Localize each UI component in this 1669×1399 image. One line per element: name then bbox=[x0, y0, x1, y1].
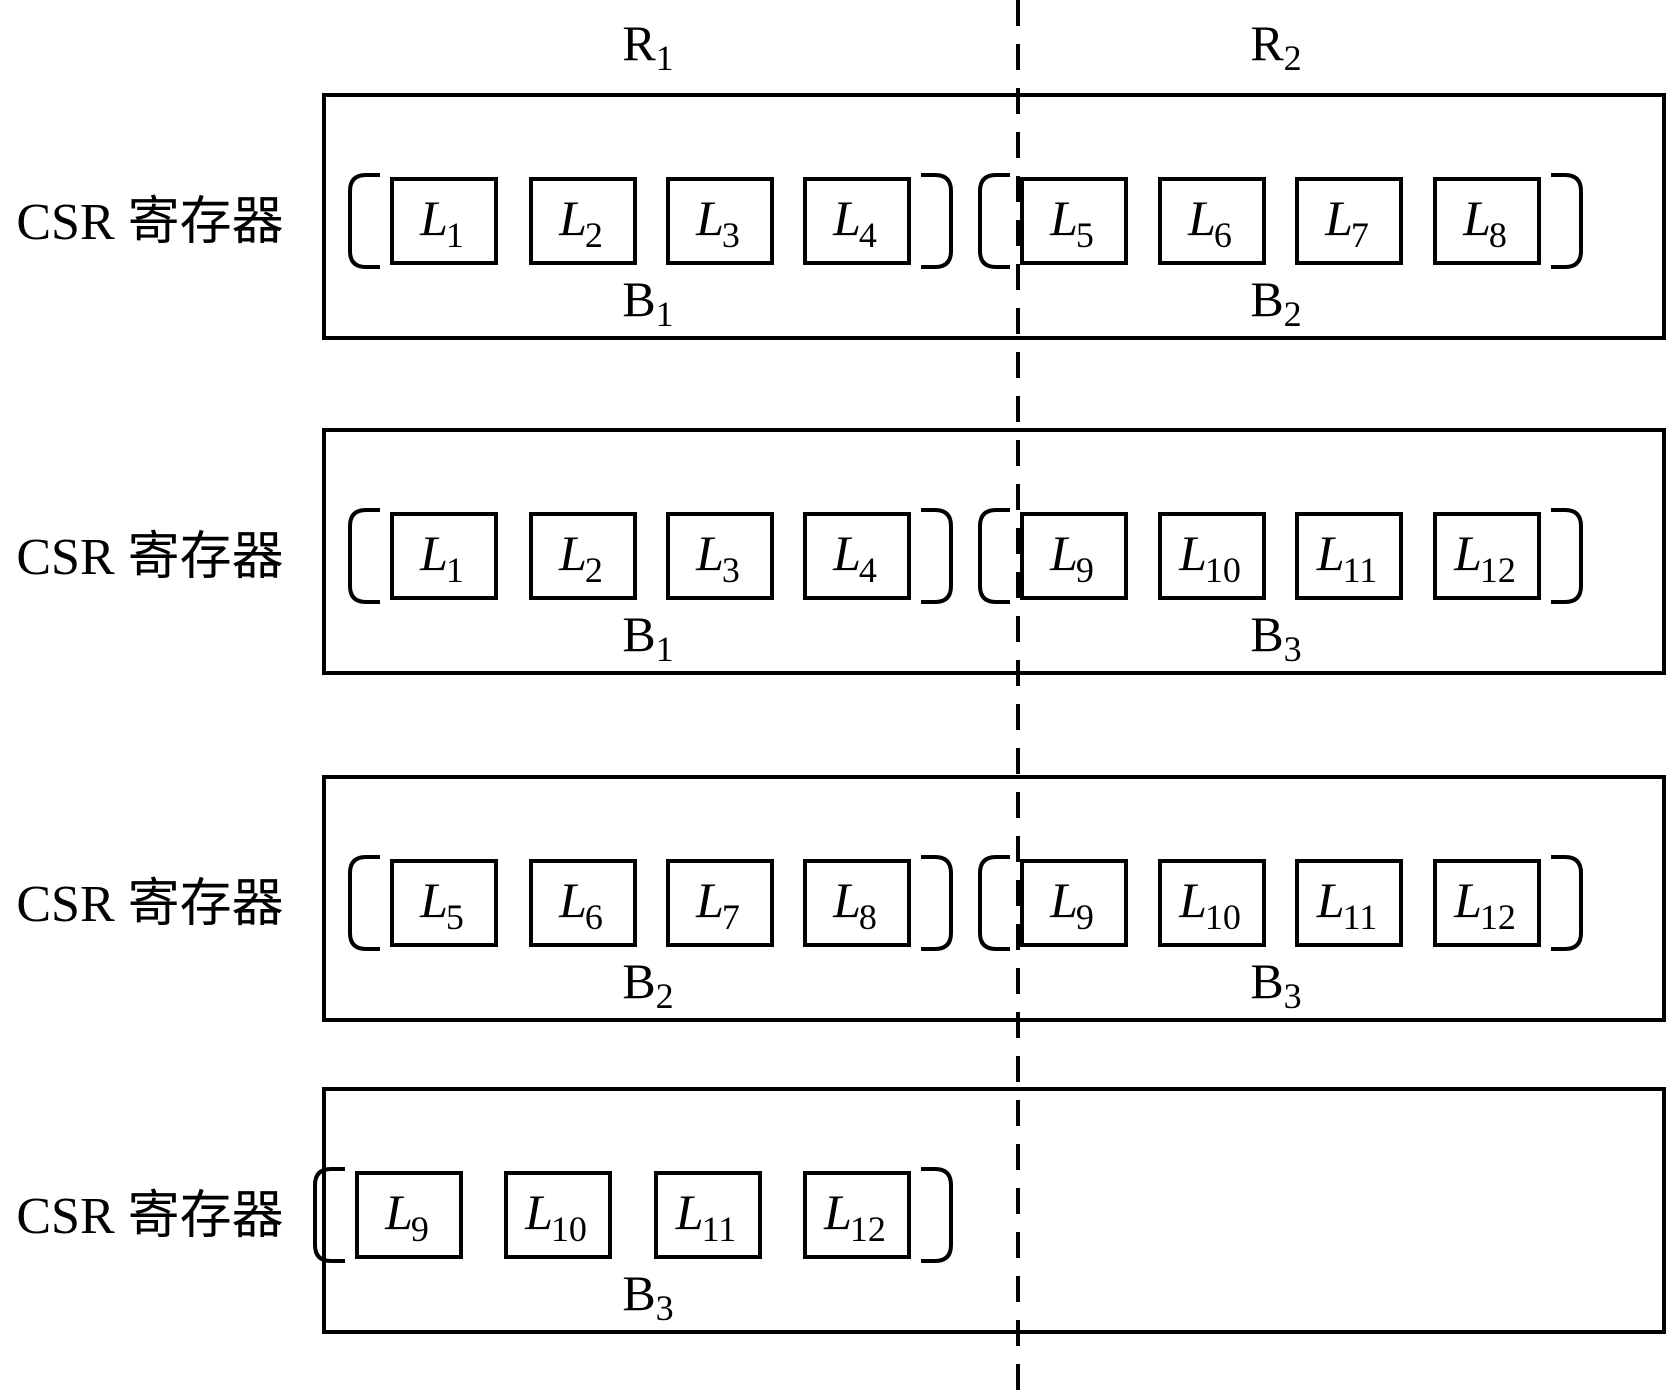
row-1-group-right-item-label-2: L6 bbox=[1187, 190, 1232, 255]
register-frame-2 bbox=[322, 428, 1666, 675]
row-3-group-left-item-label-4: L8 bbox=[832, 872, 877, 937]
row-1-group-right-item-label-3: L7 bbox=[1324, 190, 1369, 255]
row-2-group-left-item-box-4 bbox=[803, 512, 911, 600]
row-3-group-left-item-label-2: L6 bbox=[558, 872, 603, 937]
row-2-group-right-item-box-2 bbox=[1158, 512, 1266, 600]
row-2-group-left-item-label-4: L4 bbox=[832, 525, 877, 590]
row-4-group-left-item-label-4: L12 bbox=[823, 1184, 886, 1249]
row-3-group-right-item-box-2 bbox=[1158, 859, 1266, 947]
column-header-2: R2 bbox=[1250, 15, 1301, 78]
row-2-group-right-item-label-2: L10 bbox=[1178, 525, 1241, 590]
row-3-group-left-item-label-1: L5 bbox=[419, 872, 464, 937]
row-2-group-right-item-label-1: L9 bbox=[1049, 525, 1094, 590]
row-1-group-left-item-label-4: L4 bbox=[832, 190, 877, 255]
row-3-group-left-item-box-1 bbox=[390, 859, 498, 947]
row-1-group-left-block-label: B1 bbox=[622, 271, 673, 334]
row-1-group-right-item-box-1 bbox=[1020, 177, 1128, 265]
row-1-group-right-bracket-close bbox=[1551, 173, 1583, 269]
row-2-group-left-block-label: B1 bbox=[622, 606, 673, 669]
row-1-group-left-bracket-open bbox=[348, 173, 380, 269]
row-1-group-right-item-label-1: L5 bbox=[1049, 190, 1094, 255]
row-2-group-left-item-label-1: L1 bbox=[419, 525, 464, 590]
row-1-group-left-bracket-close bbox=[921, 173, 953, 269]
row-4-group-left-item-label-1: L9 bbox=[384, 1184, 429, 1249]
row-1-group-left-item-label-1: L1 bbox=[419, 190, 464, 255]
row-4-group-left-item-label-2: L10 bbox=[524, 1184, 587, 1249]
row-4-group-left-bracket-close bbox=[921, 1167, 953, 1263]
row-3-group-right-bracket-open bbox=[978, 855, 1010, 951]
row-2-group-right-bracket-open bbox=[978, 508, 1010, 604]
row-3-group-right-item-box-4 bbox=[1433, 859, 1541, 947]
row-1-group-right-item-label-4: L8 bbox=[1462, 190, 1507, 255]
row-2-group-left-item-label-2: L2 bbox=[558, 525, 603, 590]
row-1-group-right-item-box-4 bbox=[1433, 177, 1541, 265]
row-3-group-right-item-box-3 bbox=[1295, 859, 1403, 947]
row-4-group-left-bracket-open bbox=[313, 1167, 345, 1263]
row-4-group-left-item-box-4 bbox=[803, 1171, 911, 1259]
row-2-group-right-bracket-close bbox=[1551, 508, 1583, 604]
row-label-1: CSR 寄存器 bbox=[16, 194, 283, 251]
row-2-group-right-item-label-4: L12 bbox=[1453, 525, 1516, 590]
row-label-2: CSR 寄存器 bbox=[16, 529, 283, 586]
row-3-group-left-item-box-3 bbox=[666, 859, 774, 947]
row-2-group-left-item-label-3: L3 bbox=[695, 525, 740, 590]
row-1-group-right-item-box-3 bbox=[1295, 177, 1403, 265]
row-1-group-right-block-label: B2 bbox=[1250, 271, 1301, 334]
row-1-group-left-item-box-2 bbox=[529, 177, 637, 265]
row-4-group-left-item-box-3 bbox=[654, 1171, 762, 1259]
register-frame-3 bbox=[322, 775, 1666, 1022]
row-3-group-right-bracket-close bbox=[1551, 855, 1583, 951]
row-2-group-right-item-label-3: L11 bbox=[1316, 525, 1377, 590]
row-3-group-left-item-label-3: L7 bbox=[695, 872, 740, 937]
row-1-group-left-item-box-1 bbox=[390, 177, 498, 265]
row-2-group-left-bracket-close bbox=[921, 508, 953, 604]
row-1-group-left-item-box-4 bbox=[803, 177, 911, 265]
row-3-group-left-item-box-2 bbox=[529, 859, 637, 947]
row-label-3: CSR 寄存器 bbox=[16, 876, 283, 933]
row-3-group-right-item-box-1 bbox=[1020, 859, 1128, 947]
row-2-group-left-bracket-open bbox=[348, 508, 380, 604]
row-4-group-left-item-box-1 bbox=[355, 1171, 463, 1259]
row-1-group-left-item-box-3 bbox=[666, 177, 774, 265]
row-2-group-left-item-box-1 bbox=[390, 512, 498, 600]
row-3-group-right-item-label-1: L9 bbox=[1049, 872, 1094, 937]
row-1-group-right-item-box-2 bbox=[1158, 177, 1266, 265]
register-frame-1 bbox=[322, 93, 1666, 340]
row-2-group-right-item-box-3 bbox=[1295, 512, 1403, 600]
row-1-group-left-item-label-3: L3 bbox=[695, 190, 740, 255]
row-3-group-right-block-label: B3 bbox=[1250, 953, 1301, 1016]
row-4-group-left-item-box-2 bbox=[504, 1171, 612, 1259]
row-3-group-left-block-label: B2 bbox=[622, 953, 673, 1016]
register-frame-4 bbox=[322, 1087, 1666, 1334]
row-3-group-left-bracket-open bbox=[348, 855, 380, 951]
row-4-group-left-block-label: B3 bbox=[622, 1265, 673, 1328]
row-3-group-right-item-label-4: L12 bbox=[1453, 872, 1516, 937]
row-3-group-left-bracket-close bbox=[921, 855, 953, 951]
row-2-group-right-block-label: B3 bbox=[1250, 606, 1301, 669]
row-3-group-right-item-label-2: L10 bbox=[1178, 872, 1241, 937]
row-2-group-left-item-box-2 bbox=[529, 512, 637, 600]
row-1-group-right-bracket-open bbox=[978, 173, 1010, 269]
row-label-4: CSR 寄存器 bbox=[16, 1188, 283, 1245]
column-header-1: R1 bbox=[622, 15, 673, 78]
row-2-group-left-item-box-3 bbox=[666, 512, 774, 600]
row-2-group-right-item-box-1 bbox=[1020, 512, 1128, 600]
row-3-group-right-item-label-3: L11 bbox=[1316, 872, 1377, 937]
row-1-group-left-item-label-2: L2 bbox=[558, 190, 603, 255]
row-2-group-right-item-box-4 bbox=[1433, 512, 1541, 600]
row-3-group-left-item-box-4 bbox=[803, 859, 911, 947]
row-4-group-left-item-label-3: L11 bbox=[675, 1184, 736, 1249]
